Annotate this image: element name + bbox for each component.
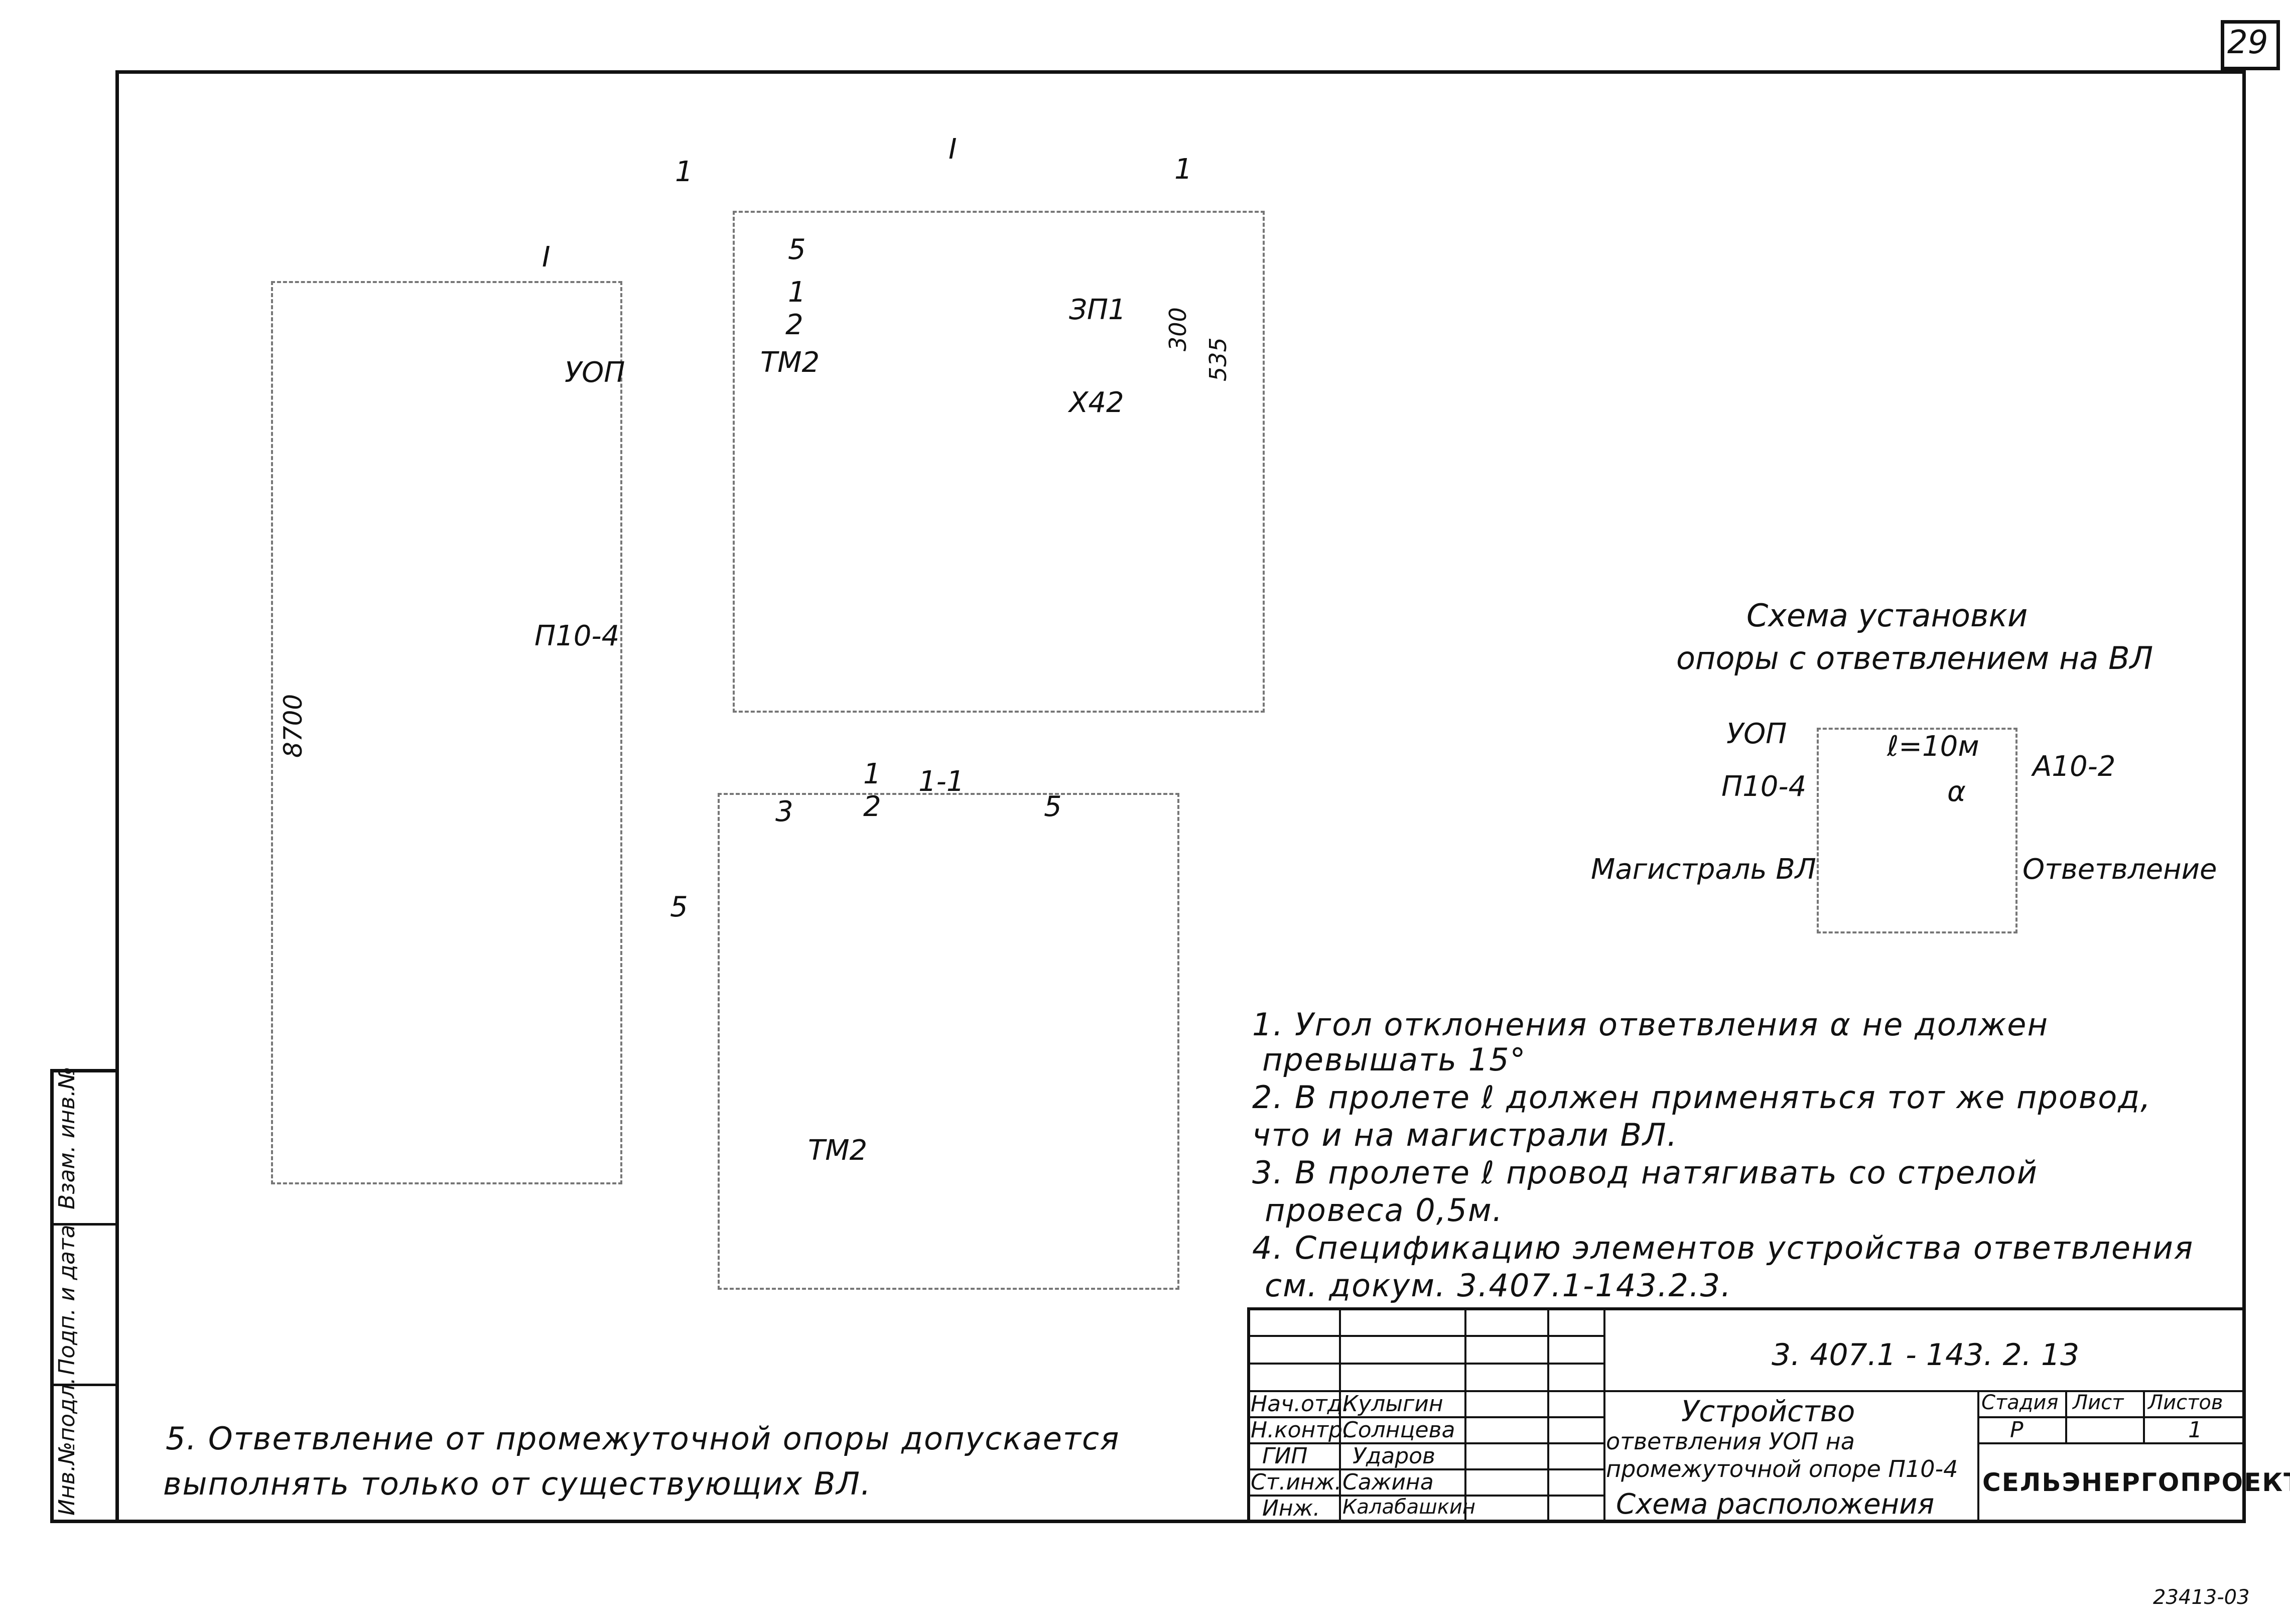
pole-uop-label: УОП — [565, 356, 625, 389]
top-view-label-5: 5 — [788, 233, 806, 266]
role-label: Инж. — [1262, 1496, 1320, 1521]
title-block-row — [1247, 1495, 1603, 1497]
signer-name: Калабашкин — [1342, 1496, 1476, 1519]
title-block-divider — [1464, 1307, 1466, 1523]
scheme-branch-label: Ответвление — [2023, 853, 2217, 886]
top-view-label-tm2: ТМ2 — [760, 346, 820, 379]
pole-drawing — [271, 281, 622, 1184]
top-view-label-2: 2 — [785, 309, 803, 341]
title-block-row — [1247, 1390, 2246, 1392]
pole-height-dimension: 8700 — [279, 694, 308, 758]
scheme-pole-label: П10-4 — [1721, 770, 1807, 803]
section-label-tm2: ТМ2 — [808, 1134, 868, 1167]
title-block-divider — [1603, 1307, 1605, 1523]
note-line: 4. Спецификацию элементов устройства отв… — [1252, 1230, 2194, 1266]
sheet-number: 29 — [2227, 24, 2268, 61]
top-view-callout: I — [949, 133, 957, 166]
title-block-divider — [2143, 1390, 2145, 1442]
scheme-title-line1: Схема установки — [1746, 597, 2028, 634]
note-5-line1: 5. Ответвление от промежуточной опоры до… — [166, 1420, 1120, 1457]
note-line: см. докум. 3.407.1-143.2.3. — [1265, 1267, 1732, 1304]
stage-value: Р — [2010, 1417, 2024, 1443]
insulator-top-view — [733, 211, 1265, 713]
role-label: Н.контр. — [1251, 1417, 1350, 1443]
title-block — [1247, 1307, 2246, 1523]
section-title: 1-1 — [918, 765, 965, 798]
scheme-uop-label: УОП — [1726, 718, 1787, 750]
title-block-divider — [1977, 1390, 1979, 1523]
note-line: 3. В пролете ℓ провод натягивать со стре… — [1252, 1154, 2038, 1191]
title-block-row — [1977, 1416, 2246, 1418]
sidebar-divider — [54, 1223, 119, 1226]
archive-number: 23413-03 — [2153, 1586, 2250, 1609]
document-code: 3. 407.1 - 143. 2. 13 — [1772, 1337, 2080, 1373]
section-label-2: 2 — [863, 790, 881, 823]
sidebar-inv-label: Инв.№подл. — [54, 1377, 80, 1516]
title-block-divider — [1547, 1307, 1549, 1523]
scheme-span-label: ℓ=10м — [1887, 730, 1979, 763]
title-block-row — [1247, 1416, 1603, 1418]
top-view-label-zp1: ЗП1 — [1069, 294, 1126, 326]
sheet-number-box — [2221, 20, 2280, 70]
sidebar-divider — [54, 1384, 119, 1386]
signer-name: Солнцева — [1342, 1417, 1455, 1443]
organization-name: СЕЛЬЭНЕРГОПРОЕКТ — [1982, 1468, 2290, 1497]
section-label-5-right: 5 — [1044, 790, 1062, 823]
section-label-3: 3 — [775, 795, 793, 828]
scheme-mainline-label: Магистраль ВЛ — [1591, 853, 1816, 886]
title-block-row — [1247, 1335, 1603, 1337]
title-block-row — [1977, 1442, 2246, 1444]
top-view-label-x42: Х42 — [1069, 386, 1124, 419]
note-line: 2. В пролете ℓ должен применяться тот же… — [1252, 1079, 2151, 1116]
scheme-title-line2: опоры с ответвлением на ВЛ — [1676, 640, 2153, 676]
note-line: провеса 0,5м. — [1265, 1192, 1504, 1229]
signer-name: Ударов — [1353, 1443, 1435, 1469]
pole-callout-label: I — [542, 241, 551, 274]
sheet-header: Лист — [2073, 1391, 2124, 1414]
section-1-1-view — [718, 793, 1179, 1290]
title-block-divider — [2065, 1390, 2067, 1442]
sheets-value: 1 — [2188, 1417, 2202, 1443]
sidebar-stamp — [50, 1069, 119, 1523]
scheme-branch-pole-label: А10-2 — [2033, 750, 2116, 783]
dimension-300: 300 — [1164, 307, 1191, 351]
stage-header: Стадия — [1981, 1391, 2059, 1414]
section-label-5-left: 5 — [670, 891, 688, 923]
note-line: что и на магистрали ВЛ. — [1252, 1117, 1678, 1153]
drawing-frame — [115, 70, 2246, 1523]
document-title-line1: Устройство — [1681, 1394, 1855, 1428]
sheets-header: Листов — [2148, 1391, 2223, 1414]
title-block-divider — [1339, 1307, 1341, 1523]
signer-name: Кулыгин — [1342, 1391, 1443, 1417]
note-5-line2: выполнять только от существующих ВЛ. — [163, 1465, 872, 1502]
note-line: превышать 15° — [1262, 1041, 1527, 1078]
dimension-535: 535 — [1204, 337, 1232, 381]
sidebar-sign-label: Подп. и дата — [54, 1225, 80, 1375]
sidebar-replace-label: Взам. инв.№ — [54, 1066, 80, 1209]
role-label: Нач.отд. — [1251, 1391, 1350, 1417]
section-mark-right: 1 — [1174, 153, 1192, 186]
signer-name: Сажина — [1342, 1469, 1434, 1495]
installation-scheme-diagram — [1817, 728, 2017, 933]
title-block-row — [1247, 1363, 1603, 1365]
pole-type-label: П10-4 — [534, 620, 620, 652]
document-title-line3: промежуточной опоре П10-4 — [1606, 1455, 1958, 1482]
top-view-label-1: 1 — [788, 276, 806, 309]
section-label-1: 1 — [863, 758, 881, 790]
scheme-alpha-label: α — [1947, 775, 1966, 808]
role-label: ГИП — [1262, 1443, 1308, 1469]
note-line: 1. Угол отклонения ответвления α не долж… — [1252, 1006, 2049, 1043]
section-mark-left: 1 — [675, 156, 693, 188]
role-label: Ст.инж. — [1251, 1469, 1342, 1495]
document-subtitle: Схема расположения — [1616, 1488, 1935, 1521]
title-block-row — [1247, 1468, 1603, 1470]
title-block-row — [1247, 1442, 1603, 1444]
document-title-line2: ответвления УОП на — [1606, 1428, 1855, 1455]
